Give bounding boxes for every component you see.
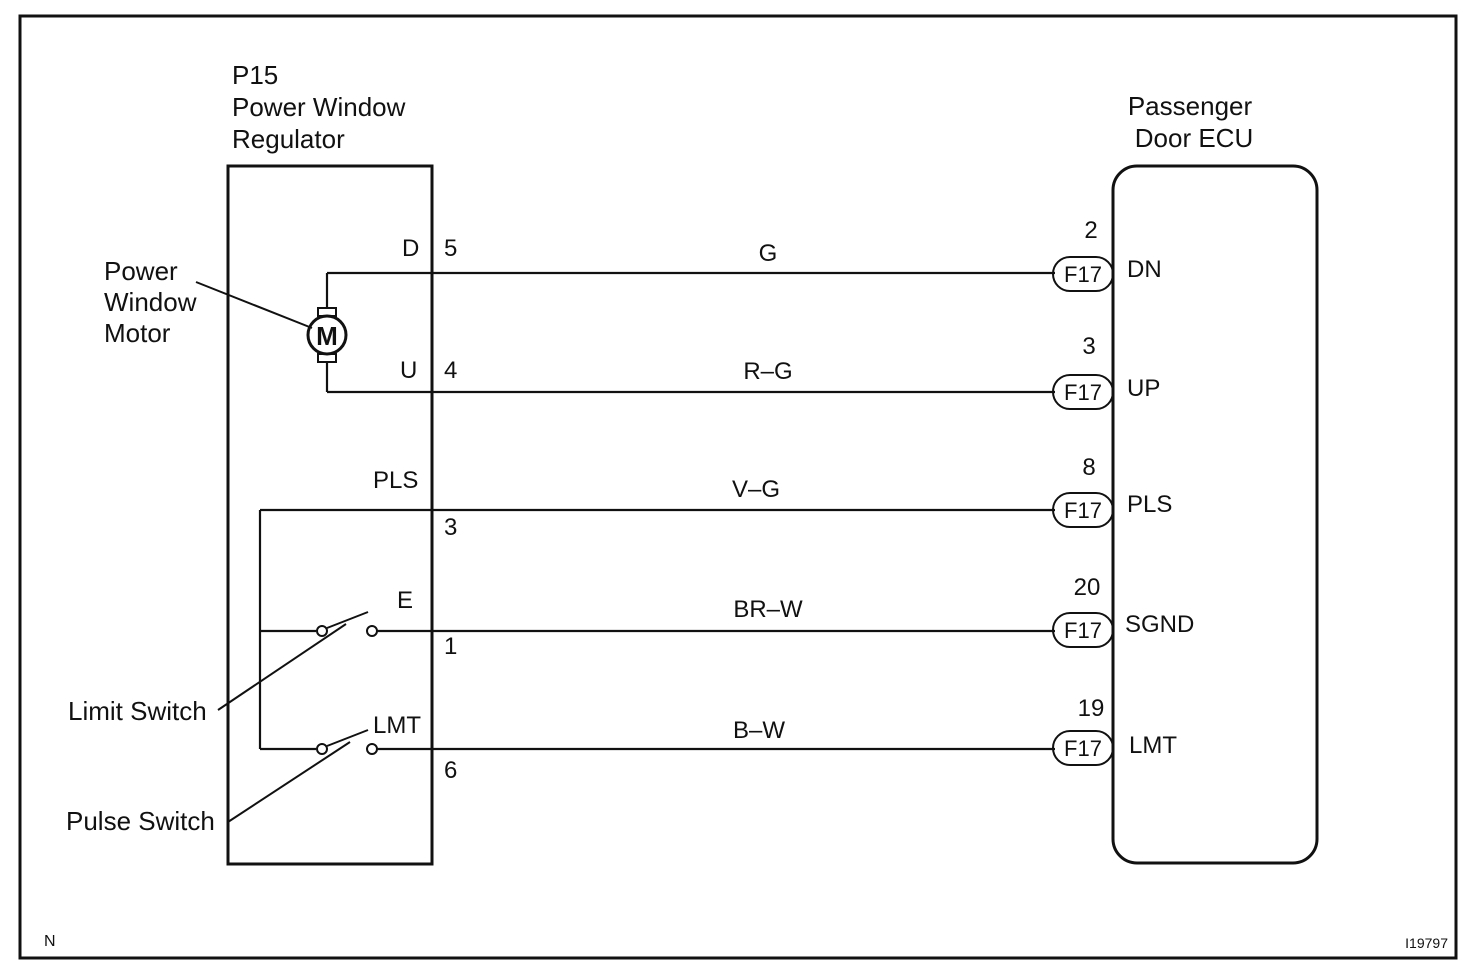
limit-switch-contact-a: [316, 625, 328, 637]
ecu-terminal-dn: DN: [1127, 256, 1162, 283]
reg-pin-1: 1: [444, 633, 457, 660]
reg-pin-6: 6: [444, 757, 457, 784]
reg-pin-4: 4: [444, 357, 457, 384]
motor-leader-line: [195, 281, 313, 329]
wire-up: U 4 R–G 3 F17 UP: [327, 333, 1160, 410]
limit-switch-leader: [217, 623, 347, 711]
connector-label: F17: [1064, 380, 1102, 405]
regulator-code: P15: [232, 60, 278, 90]
motor-symbol: M: [316, 321, 338, 351]
power-window-motor: M: [306, 273, 348, 392]
regulator-name-line1: Power Window: [232, 92, 406, 122]
motor-label-line3: Motor: [104, 318, 171, 348]
wire-color-b-w: B–W: [733, 717, 785, 744]
connector-f17-pls: [1052, 492, 1114, 528]
pulse-switch-contact-a: [316, 743, 328, 755]
reg-pin-3: 3: [444, 514, 457, 541]
connector-f17-lmt: [1052, 730, 1114, 766]
pulse-switch-label: Pulse Switch: [66, 806, 215, 836]
pulse-switch-blade: [326, 729, 369, 747]
ecu-name-line2: Door ECU: [1135, 123, 1253, 153]
ecu-pin-8: 8: [1082, 454, 1095, 481]
ecu-pin-19: 19: [1078, 695, 1105, 722]
limit-switch-label: Limit Switch: [68, 696, 207, 726]
reg-terminal-d: D: [402, 235, 419, 262]
ecu-terminal-up: UP: [1127, 375, 1160, 402]
outer-frame: [18, 14, 1458, 960]
reg-terminal-u: U: [400, 357, 417, 384]
motor-label-line2: Window: [104, 287, 197, 317]
reg-pin-5: 5: [444, 235, 457, 262]
reg-terminal-pls: PLS: [373, 467, 418, 494]
wire-sgnd: E 1 BR–W 20 F17 SGND: [260, 574, 1194, 660]
ecu-terminal-pls: PLS: [1127, 491, 1172, 518]
connector-f17-dn: [1052, 256, 1114, 292]
wire-color-r-g: R–G: [743, 358, 792, 385]
connector-label: F17: [1064, 618, 1102, 643]
figure-id: I19797: [1405, 935, 1448, 951]
footer-left-mark: N: [44, 933, 56, 950]
wire-lmt: LMT 6 B–W 19 F17 LMT: [260, 695, 1177, 784]
motor-label-line1: Power: [104, 256, 178, 286]
limit-switch-contact-b: [366, 625, 378, 637]
pulse-switch-leader: [227, 741, 351, 823]
wire-pls: PLS 3 V–G 8 F17 PLS: [260, 454, 1172, 541]
ecu-pin-3: 3: [1082, 333, 1095, 360]
connector-f17-up: [1052, 374, 1114, 410]
ecu-terminal-lmt: LMT: [1129, 732, 1177, 759]
ecu-terminal-sgnd: SGND: [1125, 611, 1194, 638]
wire-color-g: G: [759, 240, 778, 267]
wire-color-v-g: V–G: [732, 476, 780, 503]
reg-terminal-lmt: LMT: [373, 712, 421, 739]
ecu-pin-20: 20: [1074, 574, 1101, 601]
regulator-box: [226, 164, 434, 866]
wire-color-br-w: BR–W: [733, 596, 803, 623]
ecu-name-line1: Passenger: [1128, 91, 1253, 121]
connector-label: F17: [1064, 736, 1102, 761]
wire-dn: D 5 G 2 F17 DN: [327, 217, 1162, 292]
reg-terminal-e: E: [397, 587, 413, 614]
connector-label: F17: [1064, 262, 1102, 287]
limit-switch-blade: [326, 611, 369, 629]
ecu-pin-2: 2: [1084, 217, 1097, 244]
pulse-switch-contact-b: [366, 743, 378, 755]
regulator-name-line2: Regulator: [232, 124, 345, 154]
connector-f17-sgnd: [1052, 612, 1114, 648]
connector-label: F17: [1064, 498, 1102, 523]
